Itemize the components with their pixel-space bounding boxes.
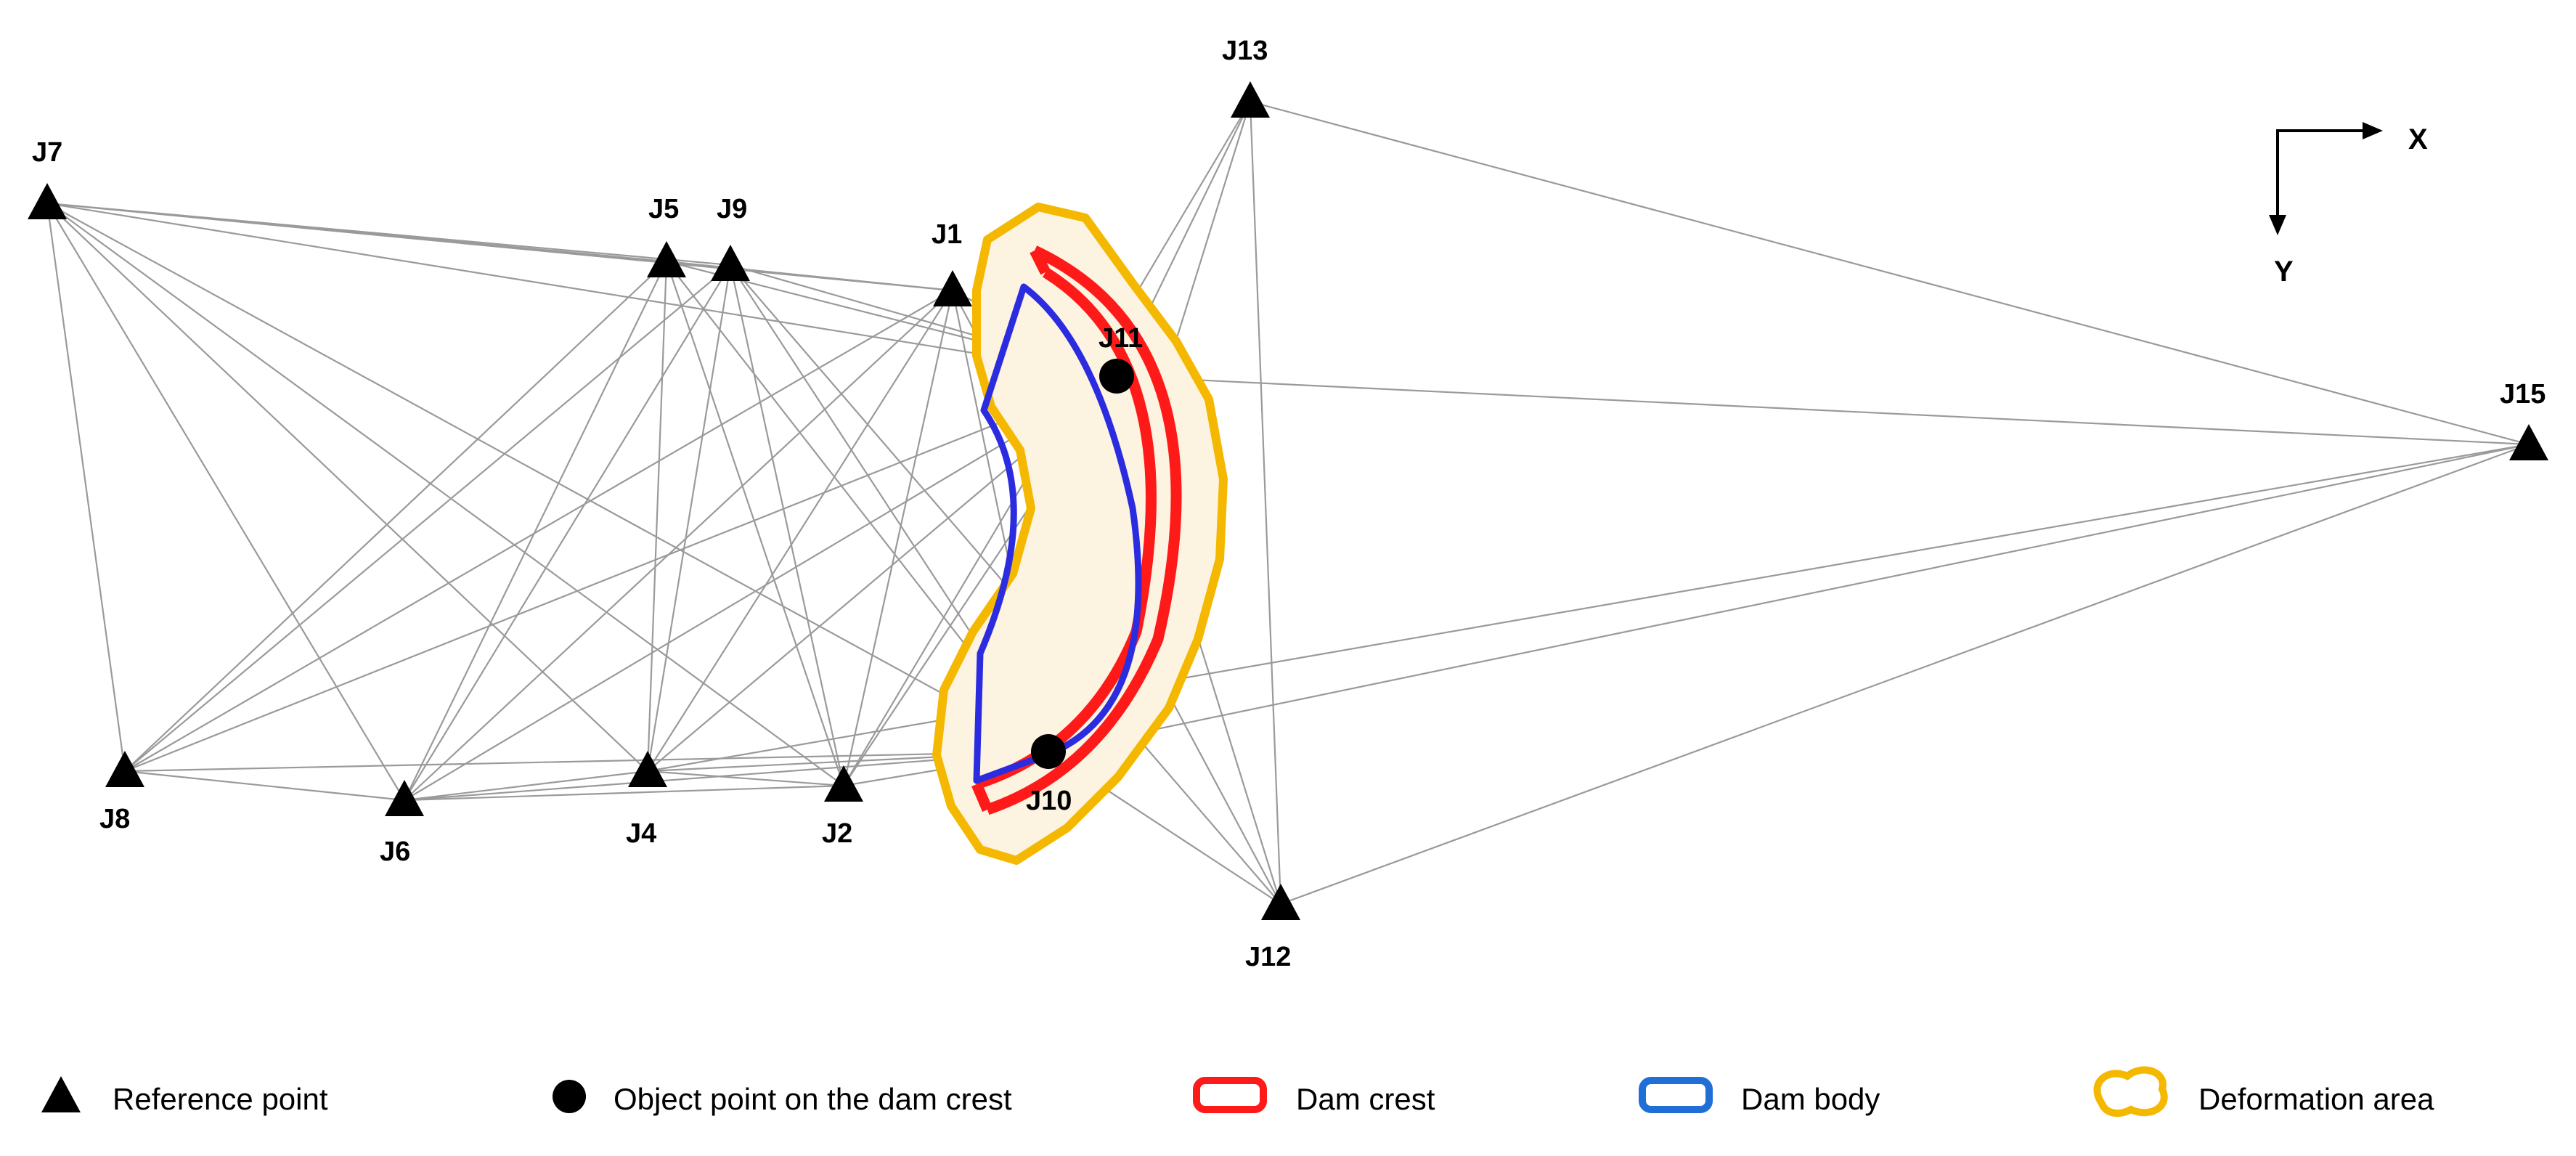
legend-object-icon [553, 1080, 586, 1113]
reference-point-j6-icon [385, 780, 424, 816]
point-label-j8: J8 [99, 804, 130, 834]
observation-line-j13-j15 [1250, 100, 2530, 446]
legend-crest-label: Dam crest [1296, 1082, 1435, 1116]
point-label-j11: J11 [1099, 323, 1143, 354]
point-label-j13: J13 [1222, 36, 1268, 66]
reference-point-j4-icon [628, 751, 667, 787]
observation-line-j15-j11 [1116, 375, 2530, 446]
y-axis-label: Y [2274, 256, 2294, 288]
point-label-j4: J4 [626, 818, 656, 849]
observation-line-j15-j12 [1280, 443, 2530, 905]
observation-line-j9-j2 [729, 264, 845, 786]
reference-point-j9-icon [711, 245, 750, 281]
observation-line-j5-j2 [665, 261, 845, 786]
point-label-j12: J12 [1245, 942, 1291, 972]
reference-point-j7-icon [28, 183, 67, 219]
point-label-j6: J6 [380, 837, 410, 867]
observation-line-j1-j8 [124, 290, 953, 772]
reference-point-j8-icon [105, 751, 144, 787]
point-label-j7: J7 [32, 137, 62, 168]
observation-line-j7-j11 [46, 202, 1117, 378]
observation-line-j6-j11 [404, 375, 1117, 801]
point-labels: J1 J2 J4 J5 J6 J7 J8 J9 J10 J11 J12 J13 … [32, 36, 2546, 972]
legend-body-icon [1639, 1077, 1713, 1113]
observation-line-j1-j4 [647, 290, 953, 772]
legend: Reference point Object point on the dam … [41, 1066, 2434, 1118]
observation-line-j1-j6 [404, 290, 953, 801]
observation-line-j8-j10 [124, 750, 1049, 773]
observation-line-j6-j2 [404, 784, 844, 802]
observation-lines [46, 100, 2530, 905]
legend-deformation-label: Deformation area [2198, 1082, 2434, 1116]
observation-line-j7-j6 [46, 203, 405, 801]
observation-line-j6-j4 [404, 770, 648, 802]
observation-line-j7-j4 [46, 203, 648, 772]
object-point-j10-icon [1031, 734, 1066, 769]
point-label-j9: J9 [717, 194, 747, 224]
reference-point-j2-icon [824, 765, 863, 802]
observation-line-j9-j8 [124, 264, 731, 772]
legend-body-label: Dam body [1741, 1082, 1880, 1116]
reference-point-j13-icon [1231, 81, 1270, 118]
observation-line-j9-j4 [646, 264, 732, 772]
x-axis-label: X [2408, 123, 2428, 155]
point-label-j15: J15 [2500, 379, 2546, 410]
legend-reference-icon [41, 1076, 81, 1112]
observation-line-j8-j11 [124, 375, 1117, 773]
observation-line-j15-j10 [1048, 443, 2530, 753]
axis-indicator: X Y [2269, 122, 2428, 288]
legend-crest-icon [1193, 1077, 1267, 1113]
point-label-j5: J5 [648, 194, 679, 224]
observation-line-j13-j12 [1249, 101, 1282, 905]
reference-point-j15-icon [2509, 424, 2548, 460]
observation-line-j8-j6 [124, 770, 405, 802]
observation-line-j4-j2 [647, 770, 844, 787]
observation-line-j9-j6 [404, 264, 731, 801]
observation-line-j5-j8 [124, 261, 667, 772]
dam-body [973, 283, 1142, 784]
legend-object-label: Object point on the dam crest [614, 1082, 1012, 1116]
point-markers [28, 81, 2548, 920]
y-arrow-icon [2269, 215, 2286, 235]
observation-line-j1-j2 [842, 290, 954, 786]
point-label-j10: J10 [1026, 786, 1072, 816]
object-point-j11-icon [1099, 359, 1134, 394]
observation-line-j5-j4 [646, 261, 668, 772]
point-label-j2: J2 [822, 818, 852, 849]
observation-line-j15-j4 [647, 443, 2530, 773]
point-label-j1: J1 [932, 219, 962, 250]
x-arrow-icon [2363, 122, 2383, 139]
legend-reference-label: Reference point [113, 1082, 328, 1116]
observation-line-j7-j8 [46, 203, 126, 772]
reference-point-j5-icon [647, 241, 686, 277]
observation-line-j7-j2 [46, 203, 844, 786]
observation-line-j5-j6 [404, 261, 667, 801]
observation-line-j5-j1 [666, 260, 953, 292]
observation-line-j7-j10 [46, 203, 1049, 752]
reference-point-j12-icon [1261, 884, 1300, 920]
reference-point-j1-icon [933, 270, 972, 306]
legend-deformation-icon [2093, 1066, 2168, 1118]
